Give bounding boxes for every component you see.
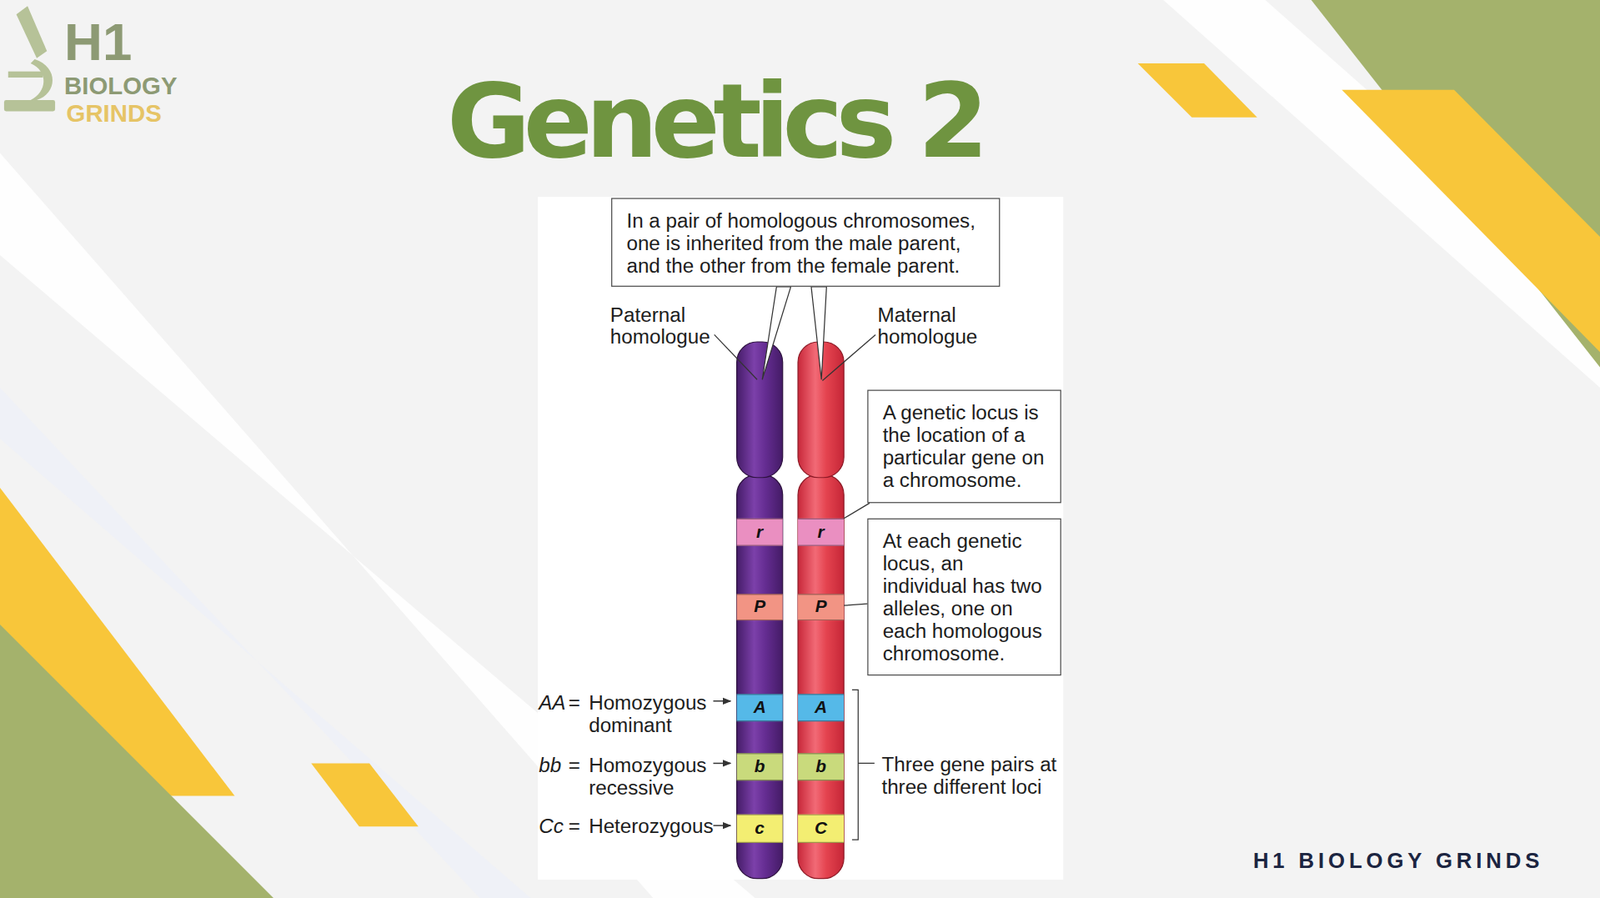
footer-brand: H1 BIOLOGY GRINDS [1253,848,1544,873]
allele-letter: r [756,521,763,542]
leader-line [822,334,876,381]
allele-letter: b [815,756,827,777]
leader-line [762,286,791,380]
genotype-description: Heterozygous [588,814,713,838]
gene-band: c [737,814,783,843]
corner-decoration [1311,0,1600,368]
genotype-label: bb [538,753,562,777]
callout-text: At each genetic locus, an individual has… [882,529,1049,665]
corner-decoration [0,624,274,898]
microscope-icon [16,5,48,58]
logo-text: GRINDS [66,99,162,128]
leader-line [714,334,758,380]
bracket [852,689,875,840]
callout-text: A genetic locus is the location of a par… [882,401,1049,492]
callout-box: In a pair of homologous chromosomes, one… [611,197,1000,286]
genotype-label: AA [538,691,566,714]
genotype-description: Homozygous recessive [588,753,717,799]
gene-band: r [737,518,783,547]
corner-decoration [310,762,419,827]
paternal-chromosome [737,341,783,478]
allele-letter: A [814,697,828,718]
equals-sign: = [568,753,581,777]
background-stripe [1163,0,1600,388]
leader-line [811,286,827,380]
leader-line [843,502,870,518]
microscope-icon [8,71,44,78]
homologue-label: Maternal homologue [877,302,1011,348]
pointer-arrow [712,700,731,702]
slide-title: Genetics 2 [408,71,1021,174]
equals-sign: = [568,691,581,714]
genotype-label: Cc [538,814,564,838]
homologue-label: Paternal homologue [610,302,728,348]
microscope-icon [4,100,56,111]
allele-letter: P [753,596,766,617]
genotype-description: Homozygous dominant [588,691,717,737]
paternal-chromosome [737,474,783,879]
allele-letter: C [814,818,828,839]
gene-band: b [797,752,844,781]
background-stripe [0,387,531,898]
equals-sign: = [568,814,581,838]
gene-band: P [737,593,783,621]
allele-letter: b [754,756,766,777]
maternal-chromosome [797,474,844,879]
callout-box: A genetic locus is the location of a par… [867,390,1062,504]
logo-text: BIOLOGY [64,71,177,101]
gene-band: P [797,593,844,621]
corner-decoration [1138,63,1258,118]
pointer-arrow [712,824,731,826]
allele-letter: c [754,818,765,839]
pointer-arrow [712,762,731,764]
gene-band: A [737,693,783,722]
gene-band: C [797,814,844,843]
bracket-label: Three gene pairs at three different loci [881,752,1065,798]
callout-text: In a pair of homologous chromosomes, one… [626,209,985,277]
leader-line [843,603,868,606]
callout-box: At each genetic locus, an individual has… [867,518,1062,676]
gene-band: b [737,752,783,781]
gene-band: r [797,518,844,547]
microscope-icon [30,59,53,101]
allele-letter: P [815,596,828,617]
corner-decoration [1341,90,1600,353]
allele-letter: r [817,521,825,542]
logo-text: H1 [64,13,132,71]
allele-letter: A [753,697,767,718]
gene-band: A [797,693,844,722]
